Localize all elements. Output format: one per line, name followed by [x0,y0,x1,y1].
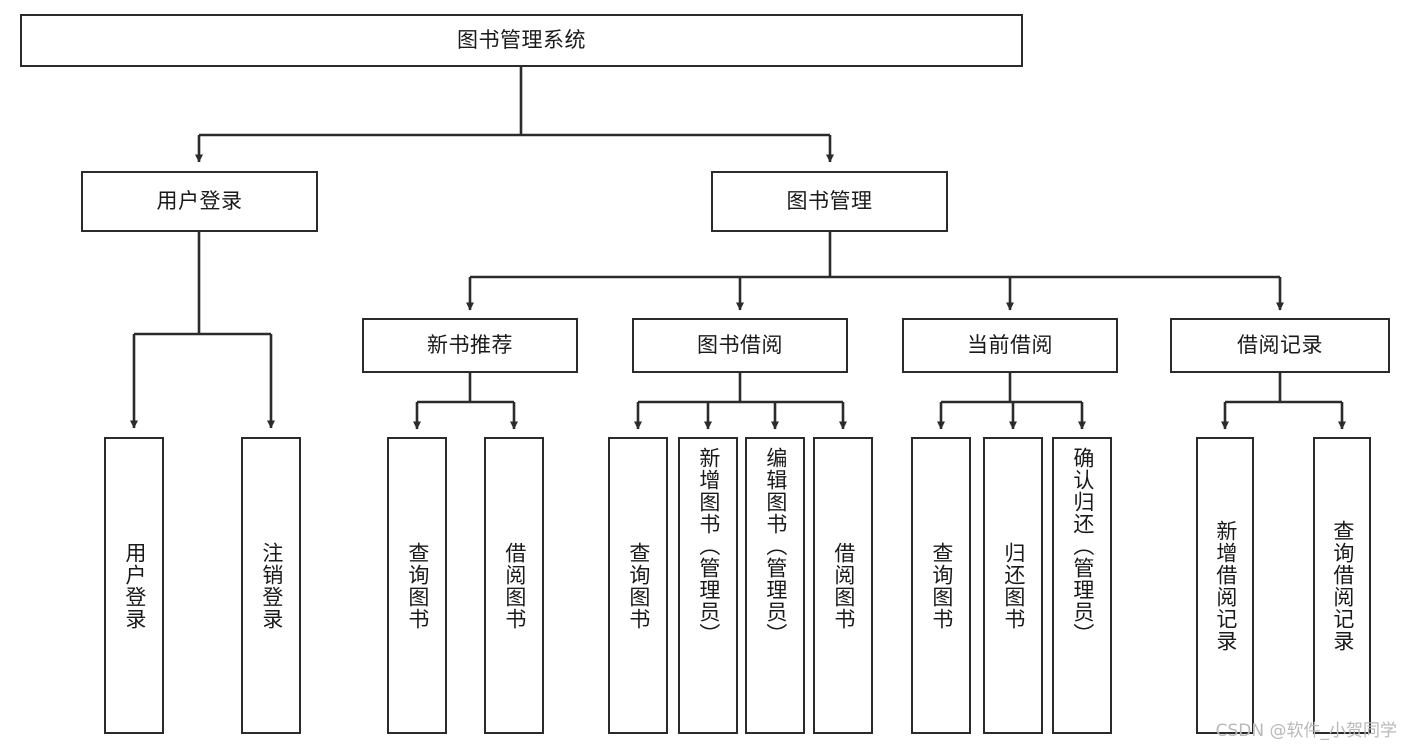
node-user-login[interactable]: 用户登录 [81,171,318,232]
node-current-borrow-label: 当前借阅 [967,333,1053,357]
node-book-manage[interactable]: 图书管理 [711,171,948,232]
node-leaf-borrow-book-1[interactable]: 借阅图书 [484,437,544,734]
node-leaf-query-book-2[interactable]: 查询图书 [608,437,668,734]
node-leaf-add-book-admin[interactable]: 新增图书（管理员） [678,437,738,734]
node-leaf-return-book-label: 归还图书 [1001,541,1026,630]
node-leaf-edit-book-admin-label: 编辑图书（管理员） [763,447,788,645]
node-root-label: 图书管理系统 [457,28,586,52]
node-borrow-record-label: 借阅记录 [1237,333,1323,357]
node-leaf-logout-label: 注销登录 [259,541,284,630]
node-new-book-recommend[interactable]: 新书推荐 [362,318,578,373]
node-leaf-query-book-2-label: 查询图书 [626,541,651,630]
node-leaf-confirm-return-admin-label: 确认归还（管理员） [1070,447,1095,645]
node-leaf-query-book-1[interactable]: 查询图书 [387,437,447,734]
node-borrow-record[interactable]: 借阅记录 [1170,318,1390,373]
new-book-recommend-to-leaves-connectors [413,373,518,430]
node-book-manage-label: 图书管理 [786,189,873,213]
node-leaf-add-book-admin-label: 新增图书（管理员） [696,447,721,645]
node-root-system[interactable]: 图书管理系统 [20,14,1023,67]
node-leaf-query-book-1-label: 查询图书 [405,541,430,630]
node-leaf-user-login[interactable]: 用户登录 [104,437,164,734]
node-leaf-user-login-label: 用户登录 [122,541,147,630]
node-leaf-query-borrow-record[interactable]: 查询借阅记录 [1313,437,1371,734]
node-leaf-query-book-3[interactable]: 查询图书 [911,437,971,734]
node-book-borrow-label: 图书借阅 [697,333,783,357]
node-leaf-logout[interactable]: 注销登录 [241,437,301,734]
node-leaf-query-borrow-record-label: 查询借阅记录 [1330,519,1355,652]
node-leaf-borrow-book-2[interactable]: 借阅图书 [813,437,873,734]
borrow-record-to-leaves-connectors [1221,373,1346,430]
book-manage-to-level3-connectors [466,232,1284,311]
book-borrow-to-leaves-connectors [634,373,847,430]
node-leaf-edit-book-admin[interactable]: 编辑图书（管理员） [745,437,805,734]
node-leaf-query-book-3-label: 查询图书 [929,541,954,630]
node-leaf-return-book[interactable]: 归还图书 [983,437,1043,734]
node-leaf-add-borrow-record[interactable]: 新增借阅记录 [1196,437,1254,734]
node-leaf-confirm-return-admin[interactable]: 确认归还（管理员） [1052,437,1112,734]
current-borrow-to-leaves-connectors [937,373,1086,430]
node-leaf-borrow-book-2-label: 借阅图书 [831,541,856,630]
root-to-level2-connectors [195,67,834,163]
node-current-borrow[interactable]: 当前借阅 [902,318,1118,373]
node-user-login-label: 用户登录 [156,189,243,213]
node-leaf-borrow-book-1-label: 借阅图书 [502,541,527,630]
user-login-to-leaves-connectors [130,232,275,429]
node-leaf-add-borrow-record-label: 新增借阅记录 [1213,519,1238,652]
node-book-borrow[interactable]: 图书借阅 [632,318,848,373]
node-new-book-recommend-label: 新书推荐 [427,333,513,357]
